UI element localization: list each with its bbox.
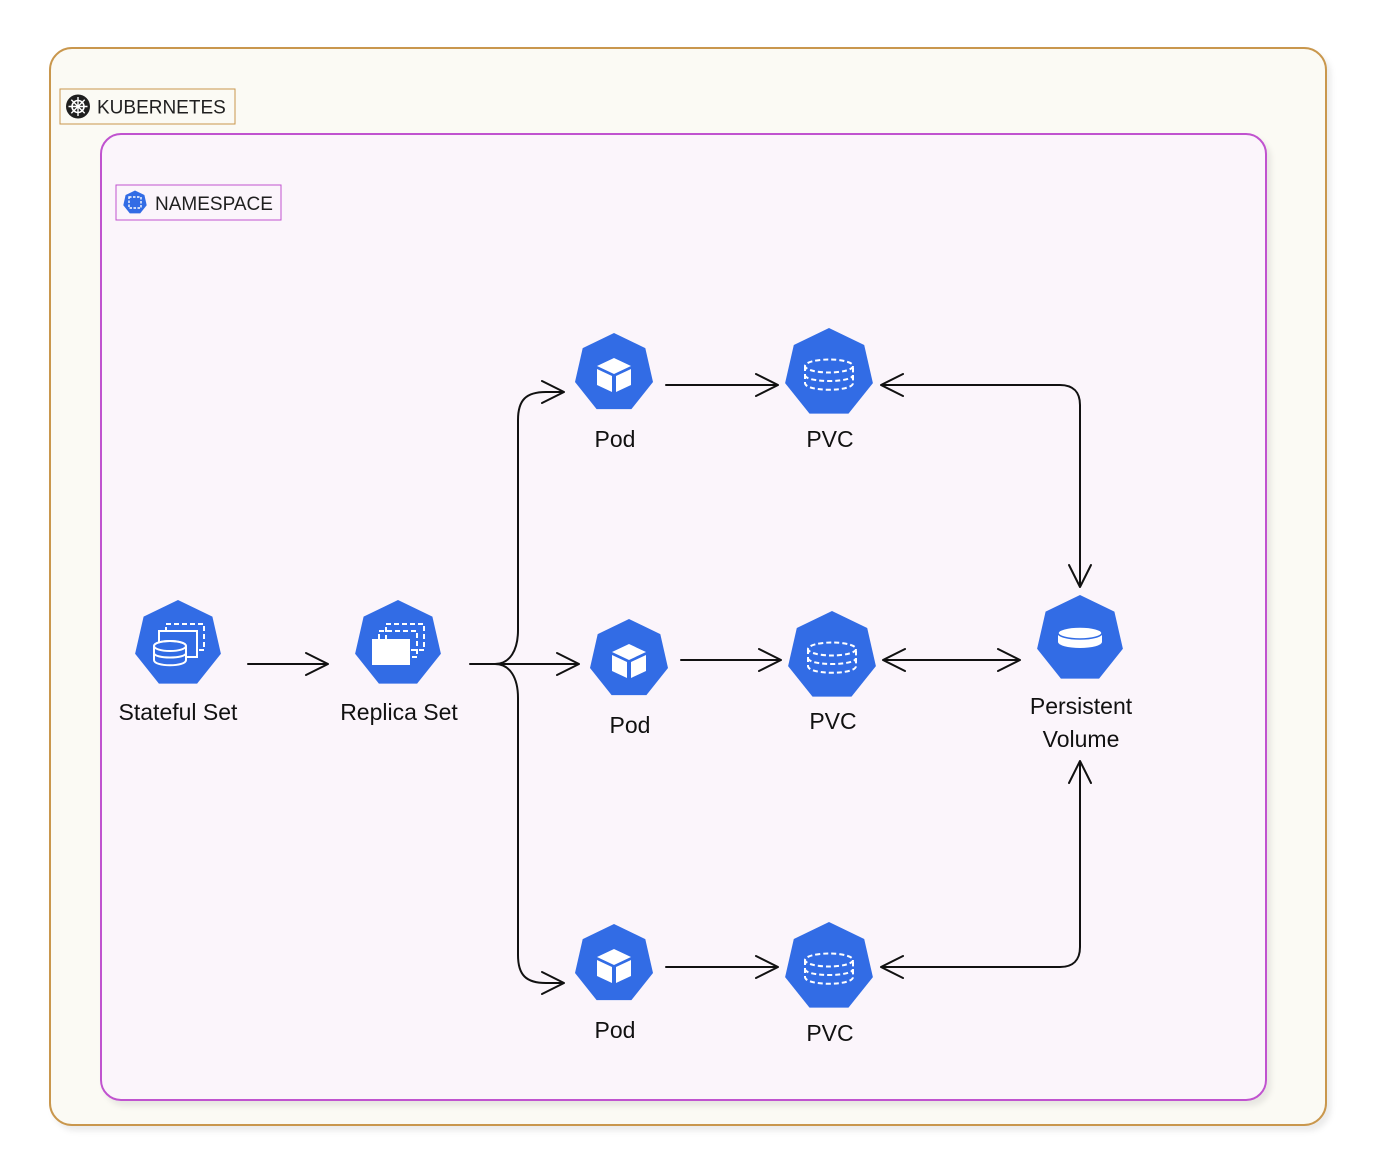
edge-pvc1-pv — [880, 373, 1092, 588]
kubernetes-helm-icon — [66, 94, 90, 119]
pod-icon — [590, 619, 668, 696]
node-pv-label-line2: Volume — [1043, 726, 1120, 752]
node-pvc2-label: PVC — [809, 708, 856, 734]
replicaset-icon — [355, 600, 441, 684]
node-pvc1-label: PVC — [806, 426, 853, 452]
node-pvc1[interactable]: PVC — [785, 328, 873, 452]
node-pod2-label: Pod — [610, 712, 651, 738]
edges — [247, 373, 1092, 995]
node-pvc3[interactable]: PVC — [785, 922, 873, 1046]
namespace-icon — [123, 190, 147, 214]
persistent-volume-icon — [1037, 595, 1123, 679]
kubernetes-tag: KUBERNETES — [59, 88, 236, 125]
edge-pod3-pvc3 — [665, 955, 779, 979]
node-statefulset[interactable]: Stateful Set — [119, 600, 239, 725]
node-replicaset[interactable]: Replica Set — [340, 600, 458, 725]
node-persistent-volume[interactable]: Persistent Volume — [1030, 595, 1133, 752]
edge-pvc3-pv — [880, 760, 1092, 979]
node-statefulset-label: Stateful Set — [119, 699, 239, 725]
node-pod2[interactable]: Pod — [590, 619, 668, 738]
node-pod3[interactable]: Pod — [575, 924, 653, 1043]
node-pv-label-line1: Persistent — [1030, 693, 1133, 719]
pvc-icon — [788, 611, 876, 697]
namespace-label: NAMESPACE — [155, 194, 273, 215]
edge-pod1-pvc1 — [665, 373, 779, 397]
node-pvc3-label: PVC — [806, 1020, 853, 1046]
pvc-icon — [785, 922, 873, 1008]
edge-replicaset-pod1 — [469, 380, 565, 665]
statefulset-icon — [135, 600, 221, 684]
edge-replicaset-pod3 — [494, 663, 565, 995]
pod-icon — [575, 333, 653, 410]
node-pod3-label: Pod — [595, 1017, 636, 1043]
edge-replicaset-pod2 — [494, 652, 580, 676]
pvc-icon — [785, 328, 873, 414]
node-pod1-label: Pod — [595, 426, 636, 452]
edge-pod2-pvc2 — [680, 648, 782, 672]
node-replicaset-label: Replica Set — [340, 699, 458, 725]
kubernetes-label: KUBERNETES — [97, 98, 226, 119]
node-pod1[interactable]: Pod — [575, 333, 653, 452]
edge-statefulset-replicaset — [247, 652, 329, 676]
namespace-container — [100, 133, 1267, 1101]
edge-pvc2-pv — [882, 648, 1021, 672]
pod-icon — [575, 924, 653, 1001]
node-pvc2[interactable]: PVC — [788, 611, 876, 734]
namespace-tag: NAMESPACE — [115, 184, 282, 221]
